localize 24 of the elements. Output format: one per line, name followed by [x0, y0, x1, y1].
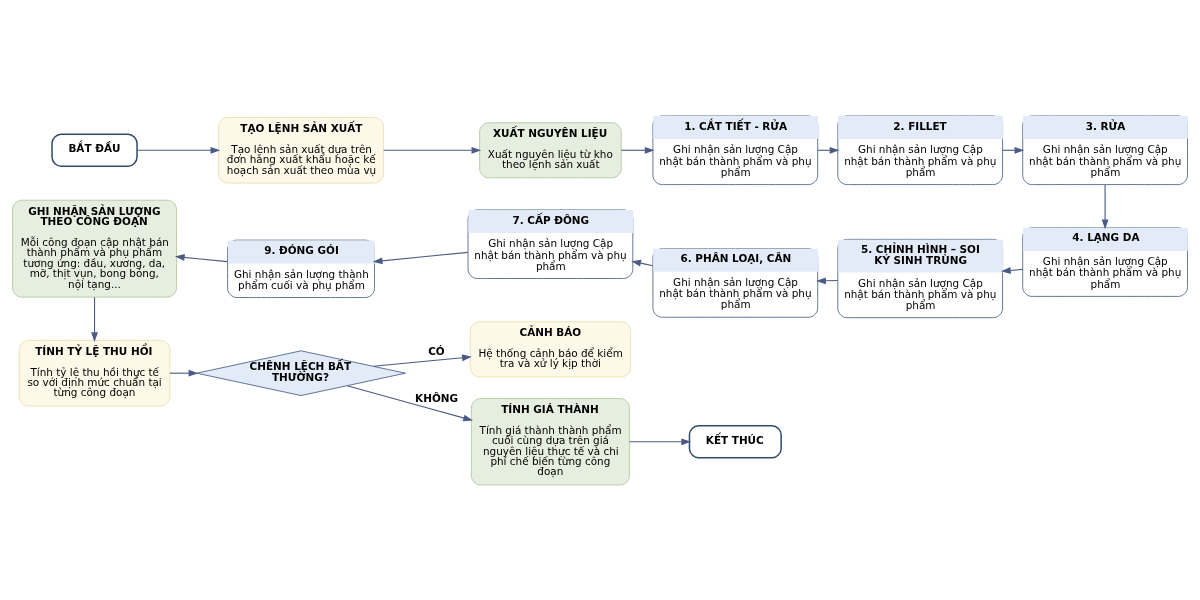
arrow — [372, 353, 472, 367]
node-box: KẾT THÚC — [688, 424, 782, 459]
arrow — [372, 251, 469, 264]
node-box: XUẤT NGUYÊN LIỆU Xuất nguyên liệu từ kho theo lệnh sản xuất — [479, 121, 622, 178]
arrow — [631, 259, 654, 266]
arrow — [91, 296, 98, 342]
node-box: TÍNH GIÁ THÀNH Tính giá thành thành phẩm cuối cùng dựa trên giá nguyên liệu thực tế và chi phí chế biến từng công đoạn — [471, 397, 630, 485]
node-box: TẠO LỆNH SẢN XUẤT Tạo lệnh sản xuất dựa trên đơn hàng xuất khẩu hoặc kế hoạch sản xuất theo mùa vụ — [218, 116, 384, 183]
arrow — [169, 369, 199, 377]
node-box: CẢNH BÁO Hệ thống cảnh báo để kiểm tra và xử lý kịp thời — [469, 320, 631, 377]
arrow — [346, 384, 473, 421]
arrow — [620, 146, 655, 154]
node-box: TÍNH TỶ LỆ THU HỒI Tính tỷ lệ thu hồi thực tế so với định mức chuẩn tại từng công đoạn — [18, 339, 171, 406]
arrow — [136, 146, 221, 154]
arrow — [1101, 183, 1109, 229]
arrow — [174, 253, 228, 262]
edge-label: KHÔNG — [415, 391, 459, 404]
arrow — [628, 437, 692, 445]
edge-label: CÓ — [428, 344, 445, 357]
node-diamond: CHÊNH LỆCH BẤT THƯỜNG? — [196, 349, 406, 396]
arrow — [1001, 266, 1024, 274]
arrow — [383, 146, 482, 154]
node-box: GHI NHẬN SẢN LƯỢNG THEO CÔNG ĐOẠN Mỗi công đoạn cập nhật bán thành phẩm và phụ phẩm tương ứng: đầu, xương, da, mỡ, thịt vụn, bong bóng, nội tạng... — [12, 199, 177, 298]
node-box: BẮT ĐẦU — [51, 133, 138, 167]
